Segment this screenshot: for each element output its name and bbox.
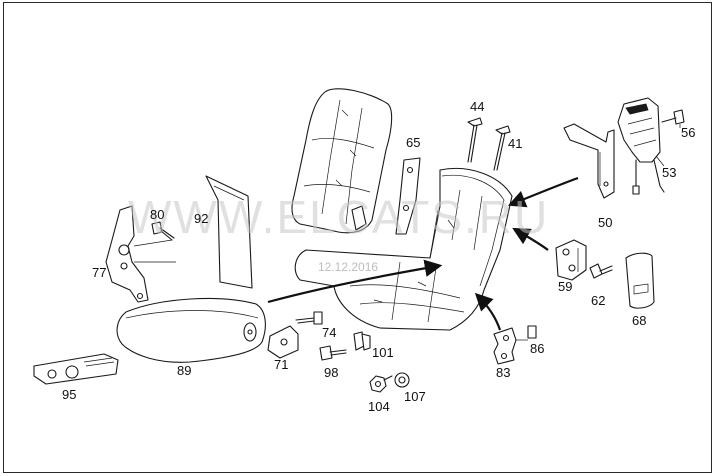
- arrow-adjuster-to-seat: [512, 227, 549, 251]
- arrow-cover-to-seat: [507, 176, 579, 208]
- headrest-guides: [467, 117, 511, 171]
- callout-44: 44: [470, 99, 485, 114]
- callout-80: 80: [150, 207, 165, 222]
- backrest: [291, 88, 393, 234]
- callout-107: 107: [404, 389, 426, 404]
- watermark: WWW.ELCATS.RU: [128, 191, 550, 243]
- arrow-armrest-to-seat: [267, 259, 443, 304]
- bolt-74: [295, 311, 323, 325]
- callout-62: 62: [591, 293, 606, 308]
- callout-101: 101: [372, 345, 394, 360]
- tray-95: [33, 353, 119, 385]
- lock-mechanism-53: [617, 97, 685, 195]
- bracket-71: [267, 325, 299, 359]
- clip-101: [353, 331, 371, 351]
- callout-92: 92: [194, 211, 209, 226]
- side-panel-92: [205, 175, 253, 289]
- callout-50: 50: [598, 215, 613, 230]
- bracket-77: [105, 205, 176, 303]
- callout-95: 95: [62, 387, 77, 402]
- callout-104: 104: [368, 399, 390, 414]
- arrow-hinge-to-seat: [474, 292, 502, 331]
- armrest-89: [116, 297, 266, 363]
- bolt-80: [151, 221, 175, 241]
- callout-65: 65: [406, 135, 421, 150]
- callout-68: 68: [632, 313, 647, 328]
- callout-71: 71: [274, 357, 289, 372]
- callout-74: 74: [322, 325, 337, 340]
- callout-56: 56: [681, 125, 696, 140]
- diagram-frame: [3, 2, 712, 473]
- callout-86: 86: [530, 341, 545, 356]
- date-stamp: 12.12.2016: [318, 260, 379, 274]
- callout-83: 83: [496, 365, 511, 380]
- adjuster-59: [555, 239, 587, 281]
- callout-41: 41: [508, 136, 523, 151]
- hinge-83: [493, 327, 528, 365]
- bolt-86: [527, 325, 537, 339]
- nut-107: [394, 372, 410, 388]
- callout-98: 98: [324, 365, 339, 380]
- screw-62: [589, 263, 613, 279]
- callout-53: 53: [662, 165, 677, 180]
- trim-cover-50: [563, 123, 615, 199]
- seat-assembly: [294, 167, 513, 331]
- cover-cap-68: [625, 252, 655, 309]
- callout-59: 59: [558, 279, 573, 294]
- bolt-104: [369, 375, 393, 393]
- backrest-bracket-65: [351, 157, 421, 235]
- callout-77: 77: [92, 265, 107, 280]
- screw-98: [319, 345, 347, 361]
- callout-89: 89: [177, 363, 192, 378]
